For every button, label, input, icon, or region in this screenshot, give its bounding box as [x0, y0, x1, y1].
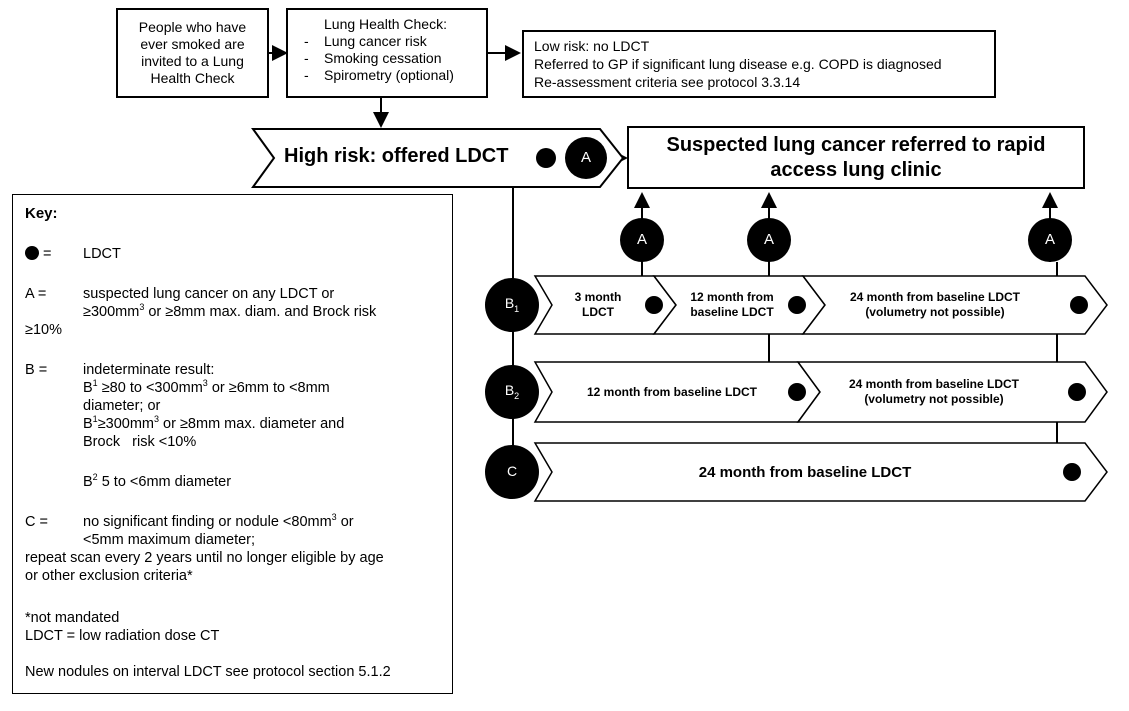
- key-b-line4: B1≥300mm3 or ≥8mm max. diameter and: [83, 414, 345, 432]
- referral-text: Suspected lung cancer referred to rapid …: [666, 133, 1046, 181]
- check-item: Spirometry (optional): [294, 67, 480, 84]
- ldct-dot-icon: [1063, 463, 1081, 481]
- key-b-line2c: or ≥6mm to <8mm: [207, 380, 330, 396]
- check-item: Lung cancer risk: [294, 33, 480, 50]
- key-b-line6: B2 5 to <6mm diameter: [83, 472, 232, 490]
- a-badge-1: A: [636, 231, 647, 248]
- key-b-line3: diameter; or: [83, 398, 161, 414]
- b2-step2-chevron: [796, 361, 1108, 423]
- c-badge-circle: [485, 445, 539, 499]
- key-new-nodules: New nodules on interval LDCT see protoco…: [25, 664, 391, 680]
- key-b-line6b: 5 to <6mm diameter: [97, 474, 232, 490]
- b2-badge-letter: B: [504, 382, 515, 398]
- key-c-label: C =: [25, 514, 48, 530]
- key-c-line1a: no significant finding or nodule <80mm: [83, 514, 332, 530]
- key-c-line4: or other exclusion criteria*: [25, 568, 193, 584]
- check-item: Smoking cessation: [294, 50, 480, 67]
- key-b-row: B = indeterminate result: B1 ≥80 to <300…: [25, 361, 445, 491]
- high-risk-a-badge: A: [580, 149, 591, 166]
- key-b-line5: Brock risk <10%: [83, 434, 197, 450]
- key-not-mandated: *not mandated: [25, 610, 120, 626]
- high-risk-label: High risk: offered LDCT: [284, 145, 509, 167]
- a2-badge-circle: [747, 218, 791, 262]
- key-c-line2: <5mm maximum diameter;: [83, 532, 256, 548]
- key-dot-text: LDCT: [83, 246, 121, 262]
- ldct-dot-icon: [25, 246, 39, 260]
- check-items: Lung cancer risk Smoking cessation Spiro…: [294, 33, 480, 84]
- referral-box: Suspected lung cancer referred to rapid …: [627, 126, 1085, 189]
- lung-health-check-box: Lung Health Check: Lung cancer risk Smok…: [286, 8, 488, 98]
- ldct-dot-icon: [536, 148, 556, 168]
- high-risk-a-badge-circle: [565, 137, 607, 179]
- b2-badge-sub: 2: [514, 390, 520, 401]
- key-b-line4c: or ≥8mm max. diameter and: [159, 416, 345, 432]
- key-dot-label: =: [25, 245, 51, 263]
- b2-step1-label: 12 month from baseline LDCT: [586, 384, 758, 399]
- b1-badge: B1: [485, 295, 539, 314]
- ldct-dot-icon: [1068, 383, 1086, 401]
- key-a-line3: ≥10%: [25, 322, 62, 338]
- key-c-line1b: or: [336, 514, 354, 530]
- b2-badge-circle: [485, 365, 539, 419]
- key-b-line2a: B: [83, 380, 93, 396]
- invite-text: People who have ever smoked are invited …: [138, 19, 247, 86]
- key-a-line1: suspected lung cancer on any LDCT or: [83, 286, 335, 302]
- key-c-line3: repeat scan every 2 years until no longe…: [25, 550, 384, 566]
- low-risk-line: Referred to GP if significant lung disea…: [534, 56, 942, 72]
- high-risk-chevron: [251, 128, 625, 188]
- b1-badge-letter: B: [504, 295, 515, 311]
- key-a-label: A =: [25, 286, 47, 302]
- ldct-dot-icon: [645, 296, 663, 314]
- b1-step2-label: 12 month from baseline LDCT: [690, 290, 774, 319]
- b2-badge: B2: [485, 382, 539, 401]
- ldct-dot-icon: [788, 296, 806, 314]
- key-b-line1: indeterminate result:: [83, 362, 215, 378]
- b1-step1-label: 3 month LDCT: [574, 290, 622, 319]
- key-c-row: C = no significant finding or nodule <80…: [25, 513, 450, 585]
- b2-step2-label: 24 month from baseline LDCT (volumetry n…: [848, 377, 1020, 406]
- ldct-dot-icon: [788, 383, 806, 401]
- key-title: Key:: [25, 205, 58, 222]
- b1-badge-circle: [485, 278, 539, 332]
- key-b-line2: B1 ≥80 to <300mm3 or ≥6mm to <8mm: [83, 378, 330, 396]
- ldct-dot-icon: [1070, 296, 1088, 314]
- key-b-line2b: ≥80 to <300mm: [97, 380, 203, 396]
- key-b-label: B =: [25, 362, 48, 378]
- key-ldct-definition: LDCT = low radiation dose CT: [25, 628, 220, 644]
- key-a-line2a: ≥300mm: [83, 304, 140, 320]
- key-b-line4b: ≥300mm: [97, 416, 154, 432]
- b1-step3-label: 24 month from baseline LDCT (volumetry n…: [849, 290, 1021, 319]
- b1-badge-sub: 1: [514, 303, 520, 314]
- a-badge-2: A: [763, 231, 774, 248]
- a1-badge-circle: [620, 218, 664, 262]
- low-risk-line: Low risk: no LDCT: [534, 38, 650, 54]
- invite-box: People who have ever smoked are invited …: [116, 8, 269, 98]
- key-a-line2b: or ≥8mm max. diam. and Brock risk: [144, 304, 377, 320]
- key-box: Key: = LDCT A = suspected lung cancer on…: [12, 194, 453, 694]
- a3-badge-circle: [1028, 218, 1072, 262]
- key-a-row: A = suspected lung cancer on any LDCT or…: [25, 285, 445, 339]
- key-dot-equals: =: [43, 246, 52, 262]
- check-title: Lung Health Check:: [324, 16, 447, 32]
- low-risk-line: Re-assessment criteria see protocol 3.3.…: [534, 74, 801, 90]
- low-risk-box: Low risk: no LDCT Referred to GP if sign…: [522, 30, 996, 98]
- key-b-line6a: B: [83, 474, 93, 490]
- a-badge-3: A: [1044, 231, 1055, 248]
- c-step1-chevron: [533, 442, 1108, 502]
- key-c-line1: no significant finding or nodule <80mm3 …: [83, 512, 354, 530]
- c-badge: C: [506, 463, 518, 479]
- c-step1-label: 24 month from baseline LDCT: [698, 463, 912, 481]
- key-b-line4a: B: [83, 416, 93, 432]
- b1-step3-chevron: [801, 275, 1108, 335]
- key-a-line2: ≥300mm3 or ≥8mm max. diam. and Brock ris…: [83, 302, 377, 320]
